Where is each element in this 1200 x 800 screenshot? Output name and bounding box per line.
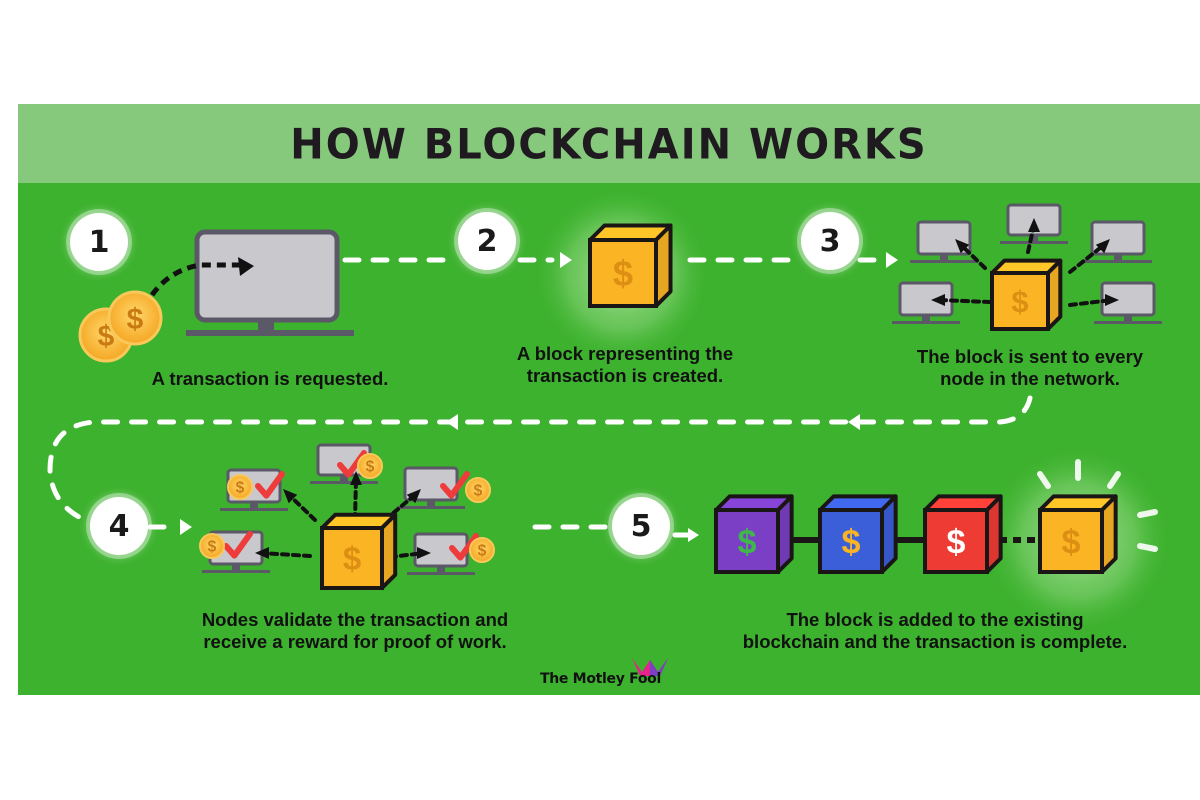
chain-block-red: $ <box>923 494 1003 574</box>
flow-connectors <box>47 257 1033 538</box>
blockchain-icon: $ $ $ $ <box>714 494 1118 574</box>
reward-coin-icon: $ <box>227 474 253 500</box>
block-icon: $ <box>320 512 398 590</box>
reward-coin-icon: $ <box>199 533 225 559</box>
step-caption-3: The block is sent to every node in the n… <box>880 346 1180 390</box>
motley-fool-logo-icon <box>632 658 668 676</box>
step-badge-2: 2 <box>458 212 516 270</box>
arrowhead-icon <box>350 471 362 485</box>
arrowhead-icon <box>931 294 945 306</box>
arrowhead-icon <box>955 239 970 254</box>
step-badge-5: 5 <box>612 497 670 555</box>
page-title: HOW BLOCKCHAIN WORKS <box>290 120 928 170</box>
step-badge-1: 1 <box>70 213 128 271</box>
node-monitor-icon <box>892 281 960 324</box>
node-monitor-icon <box>1084 220 1152 263</box>
step-caption-2: A block representing the transaction is … <box>480 343 770 387</box>
arrowhead-icon <box>406 489 421 504</box>
block-icon: $ <box>588 223 673 308</box>
step-badge-4: 4 <box>90 497 148 555</box>
dollar-sign-icon: $ <box>613 253 633 294</box>
checkmark-icon <box>223 531 253 559</box>
chain-block-purple: $ <box>714 494 794 574</box>
reward-coin-icon: $ <box>465 477 491 503</box>
caption-line: transaction is created. <box>526 365 724 386</box>
chain-block-blue: $ <box>818 494 898 574</box>
checkmark-icon <box>255 471 285 499</box>
caption-line: blockchain and the transaction is comple… <box>742 631 1128 652</box>
block-icon: $ <box>990 258 1063 331</box>
block-cube-step3: $ <box>990 258 1063 331</box>
transfer-dotted-arrow <box>149 262 240 297</box>
step-caption-5: The block is added to the existing block… <box>700 609 1170 653</box>
arrowhead-icon <box>848 414 860 430</box>
coins-icon: $ $ <box>78 290 163 363</box>
svg-text:$: $ <box>236 479 245 496</box>
arrowhead-icon <box>417 547 431 559</box>
dollar-sign-icon: $ <box>343 540 361 577</box>
step-caption-4: Nodes validate the transaction and recei… <box>160 609 550 653</box>
validated-nodes-icon: $ $ $ $ $ <box>199 443 495 575</box>
caption-line: node in the network. <box>940 368 1120 389</box>
dollar-sign-icon: $ <box>1062 523 1081 561</box>
checkmark-icon <box>449 533 479 561</box>
svg-text:$: $ <box>208 538 217 555</box>
caption-line: receive a reward for proof of work. <box>203 631 507 652</box>
svg-text:$: $ <box>366 458 375 475</box>
arrowhead-icon <box>283 489 298 504</box>
arrowhead-icon <box>238 257 254 276</box>
dotted-link <box>260 551 312 558</box>
reward-coin-icon: $ <box>357 453 383 479</box>
arrowhead-icon <box>1105 294 1119 306</box>
dollar-sign-icon: $ <box>1011 284 1028 319</box>
dotted-link <box>1068 242 1107 274</box>
arrowheads <box>180 252 898 542</box>
monitor-icon <box>186 229 354 336</box>
block-cube-step4: $ <box>320 512 398 590</box>
caption-line: A block representing the <box>516 343 734 364</box>
caption-line: A transaction is requested. <box>151 368 389 389</box>
checkmark-icon <box>440 471 470 499</box>
chain-block-orange: $ <box>1038 494 1118 574</box>
reward-coin-icon: $ <box>469 537 495 563</box>
header-band: HOW BLOCKCHAIN WORKS <box>18 104 1200 183</box>
dollar-sign-icon: $ <box>947 523 966 561</box>
arrowhead-icon <box>255 547 269 559</box>
svg-text:$: $ <box>478 542 487 559</box>
arrowhead-icon <box>688 528 699 542</box>
sparkle-rays <box>1037 459 1158 552</box>
arrowhead-icon <box>886 252 898 268</box>
step-caption-1: A transaction is requested. <box>100 368 440 390</box>
node-monitor-icon <box>910 220 978 263</box>
node-monitor-icon <box>1094 281 1162 324</box>
arrowhead-icon <box>446 414 458 430</box>
network-nodes-icon <box>892 203 1162 324</box>
caption-line: The block is added to the existing <box>786 609 1084 630</box>
arrowhead-icon <box>1028 218 1040 232</box>
block-cube-step2: $ <box>588 223 673 308</box>
svg-text:$: $ <box>474 482 483 499</box>
caption-line: Nodes validate the transaction and <box>201 609 509 630</box>
connector-return-path <box>47 395 1033 523</box>
dotted-link <box>936 298 992 304</box>
arrowhead-icon <box>180 519 192 535</box>
dollar-sign-icon: $ <box>842 523 861 561</box>
arrowhead-icon <box>1095 239 1110 254</box>
motley-fool-logo-text: The Motley Fool <box>540 671 661 687</box>
svg-text:$: $ <box>127 303 144 336</box>
dollar-sign-icon: $ <box>738 523 757 561</box>
caption-line: The block is sent to every <box>916 346 1144 367</box>
step-badge-3: 3 <box>801 212 859 270</box>
arrowhead-icon <box>560 252 572 268</box>
